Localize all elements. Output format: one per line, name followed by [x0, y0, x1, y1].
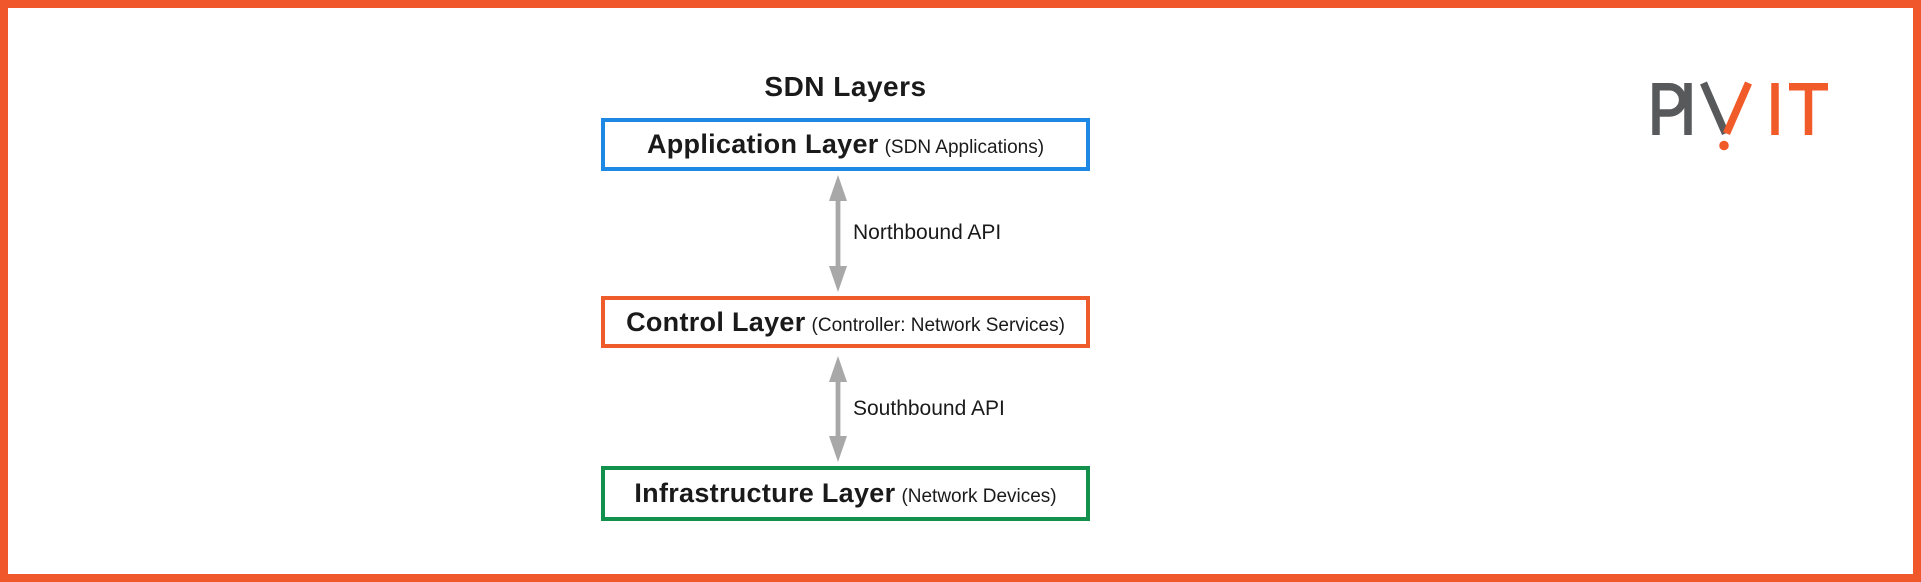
logo-letter-p	[1652, 83, 1687, 135]
connection-label-southbound: Southbound API	[853, 397, 1005, 420]
logo-letter-v-left	[1700, 81, 1729, 135]
layer-box-control: Control Layer(Controller: Network Servic…	[601, 296, 1090, 348]
diagram-title: SDN Layers	[764, 71, 927, 102]
layer-name-control: Control Layer	[626, 307, 806, 337]
layer-detail-control: (Controller: Network Services)	[811, 315, 1065, 336]
pivit-logo	[1652, 81, 1828, 151]
layer-name-application: Application Layer	[646, 129, 879, 159]
logo-letter-t	[1789, 83, 1828, 135]
layer-box-application: Application Layer(SDN Applications)	[601, 118, 1090, 171]
logo-exclamation-dot	[1719, 140, 1729, 151]
layer-box-infrastructure: Infrastructure Layer(Network Devices)	[601, 466, 1090, 521]
southbound-arrow-icon	[829, 356, 847, 462]
connection-label-northbound: Northbound API	[853, 221, 1002, 244]
layer-name-infrastructure: Infrastructure Layer	[634, 478, 896, 508]
layer-detail-application: (SDN Applications)	[884, 137, 1045, 158]
northbound-arrow-icon	[829, 175, 847, 292]
layer-detail-infrastructure: (Network Devices)	[901, 486, 1057, 507]
logo-letter-v-right	[1723, 81, 1752, 135]
